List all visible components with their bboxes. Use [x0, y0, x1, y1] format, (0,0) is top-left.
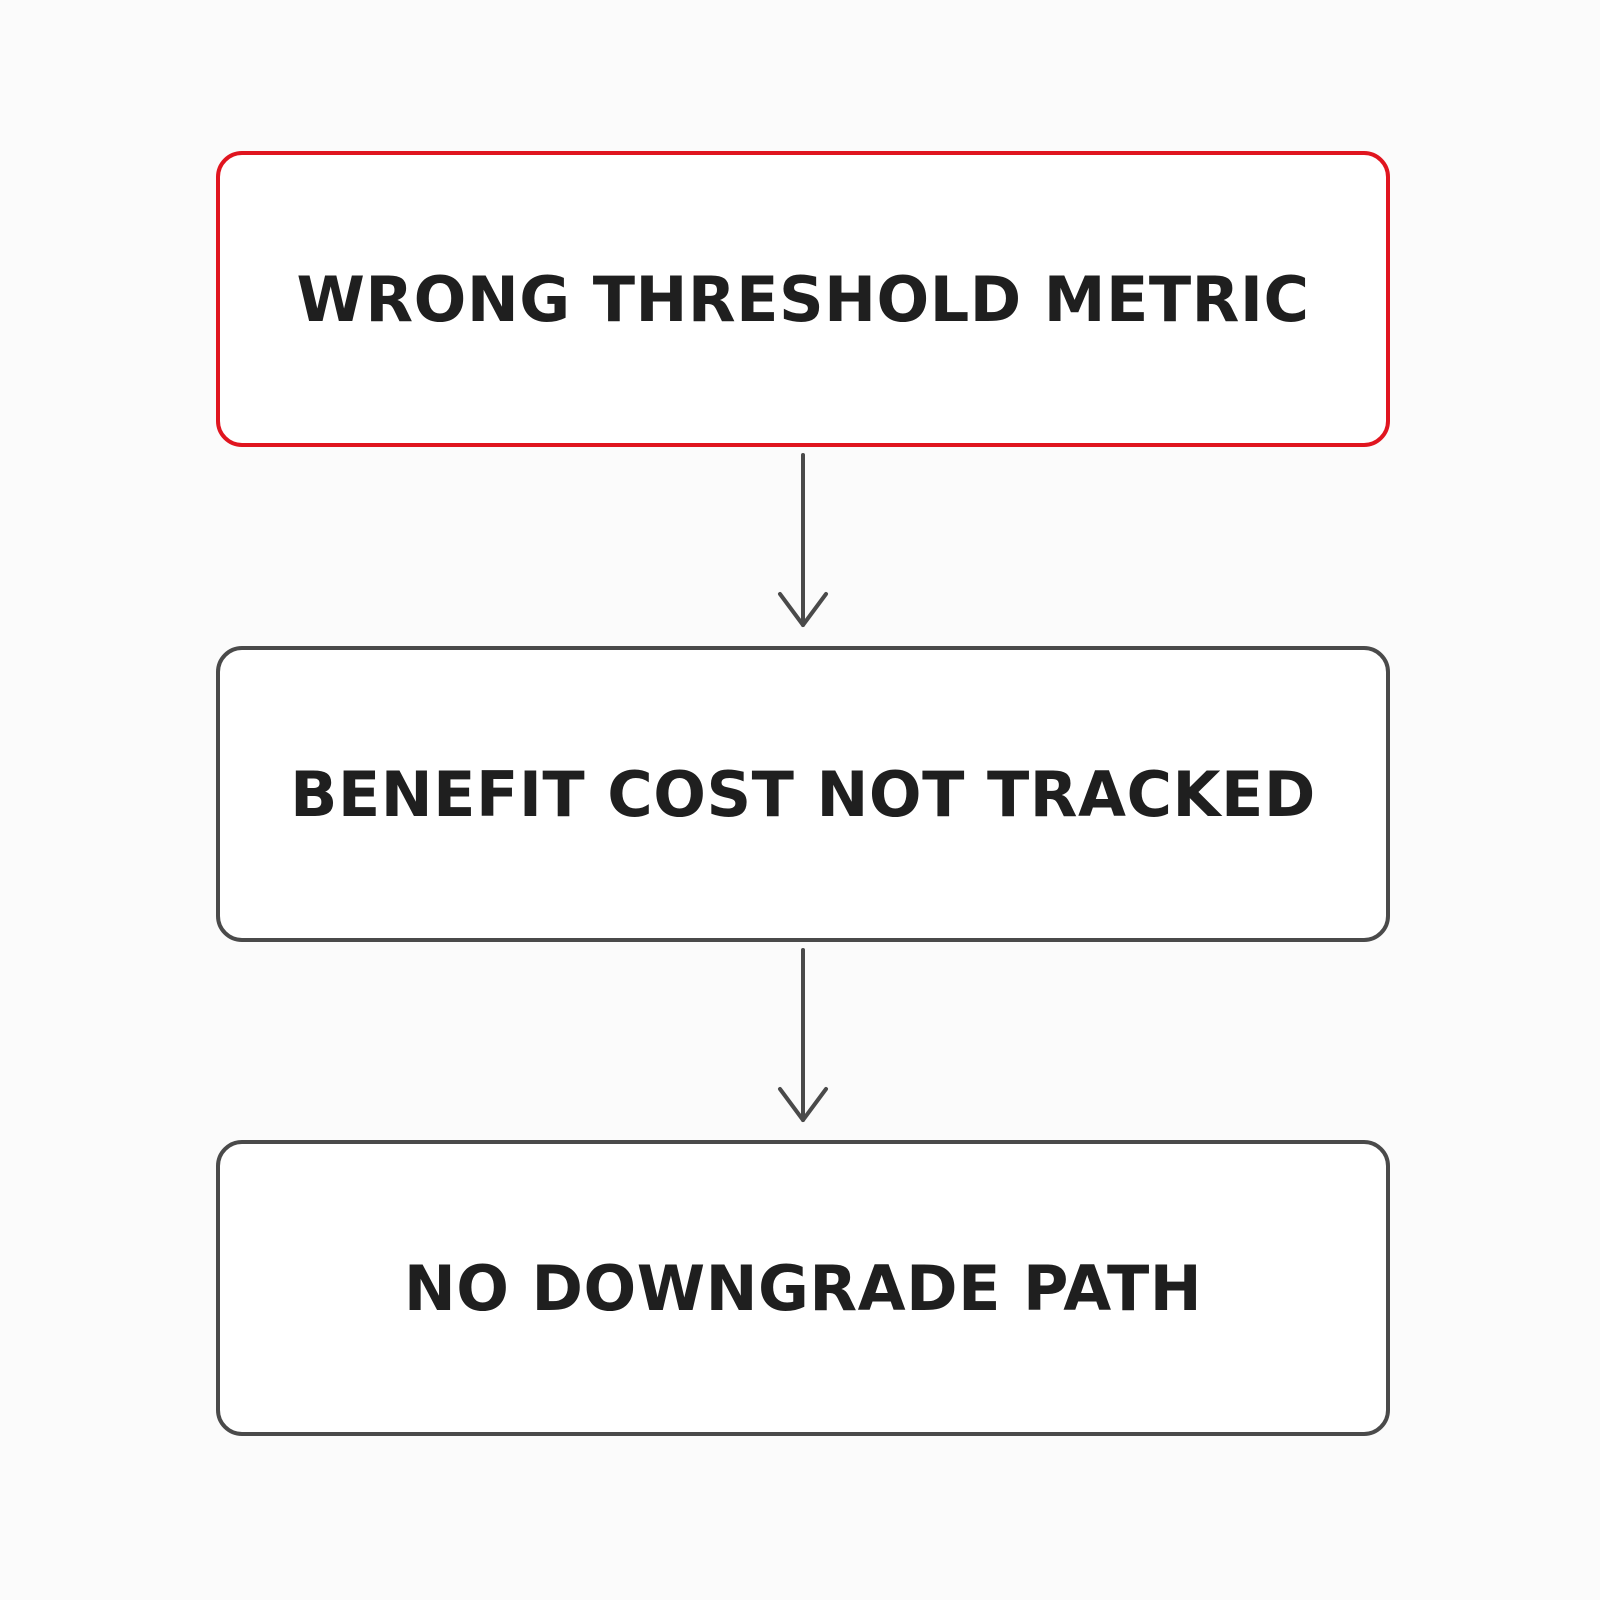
arrow-down-icon [778, 948, 828, 1122]
arrow-down-icon [778, 453, 828, 627]
flow-node-benefit-cost-not-tracked: BENEFIT COST NOT TRACKED [216, 646, 1390, 942]
edge-2-arrowhead [778, 1087, 828, 1122]
flow-node-label: BENEFIT COST NOT TRACKED [290, 757, 1316, 831]
flow-node-label: NO DOWNGRADE PATH [403, 1251, 1203, 1325]
flow-node-no-downgrade-path: NO DOWNGRADE PATH [216, 1140, 1390, 1436]
edge-1-arrowhead [778, 592, 828, 627]
flow-node-label: WRONG THRESHOLD METRIC [296, 262, 1310, 336]
flow-node-wrong-threshold-metric: WRONG THRESHOLD METRIC [216, 151, 1390, 447]
